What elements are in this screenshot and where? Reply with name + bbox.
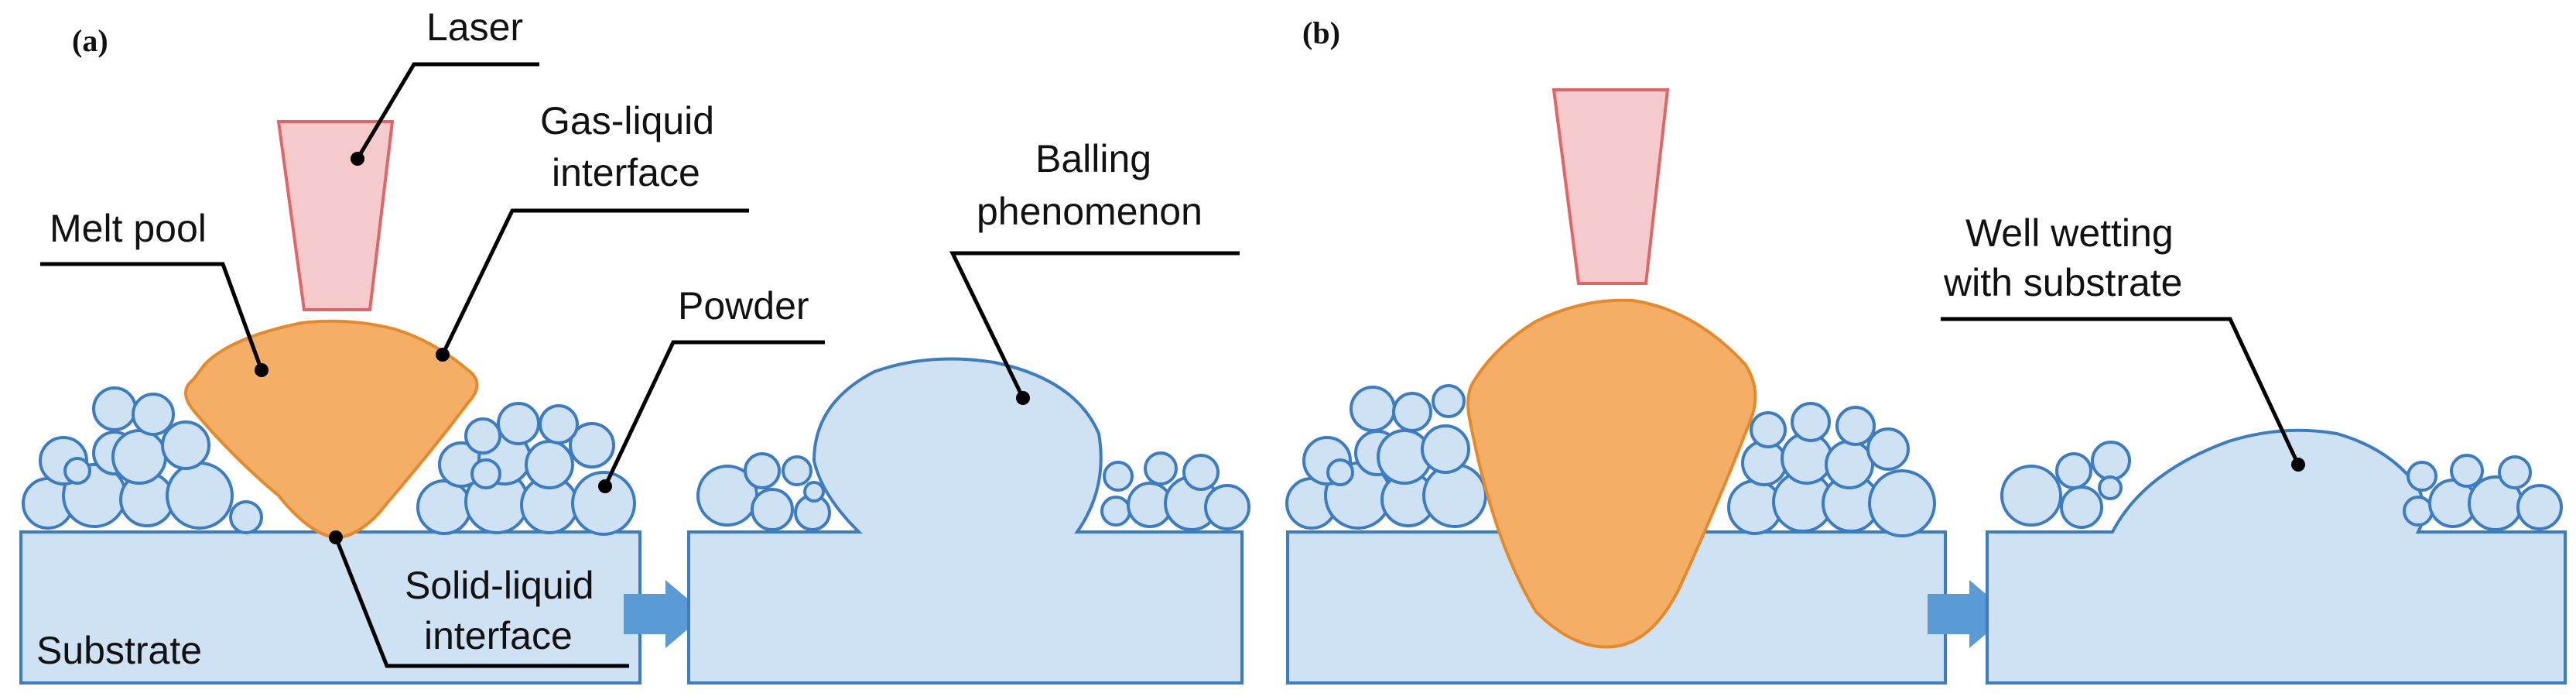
melt-pool-leader-line bbox=[40, 262, 264, 371]
gas-liquid-label-line2: interface bbox=[552, 151, 700, 194]
powder-leader-line bbox=[603, 340, 825, 488]
substrate-label: Substrate bbox=[36, 629, 202, 672]
melt-pool-leader-dot bbox=[255, 363, 269, 377]
wetting-leader-dot bbox=[2291, 458, 2305, 472]
laser-beam-b bbox=[1551, 88, 1670, 285]
melt-pool-b bbox=[1466, 298, 1757, 649]
laser-label: Laser bbox=[426, 5, 523, 49]
laser-beam-a bbox=[276, 120, 395, 311]
powder-particles-a-left bbox=[22, 386, 263, 534]
wetting-label-line2: with substrate bbox=[1943, 261, 2182, 304]
gas-liquid-label-line1: Gas-liquid bbox=[540, 99, 714, 142]
wetting-label-line1: Well wetting bbox=[1965, 211, 2174, 255]
gas-liquid-leader-line bbox=[440, 208, 749, 356]
leader-dots-a bbox=[255, 152, 612, 544]
balling-leader-line bbox=[949, 251, 1240, 400]
powder-particles-a-balling bbox=[696, 451, 1250, 531]
substrate-block-a bbox=[19, 530, 641, 685]
solid-liquid-leader-line bbox=[334, 537, 629, 668]
laser-leader-dot bbox=[351, 152, 364, 166]
gas-liquid-leader-dot bbox=[436, 348, 450, 362]
laser-leader-line bbox=[355, 62, 539, 160]
powder-particles-b-left bbox=[1285, 384, 1487, 530]
powder-particles-a-right bbox=[416, 402, 636, 536]
solid-liquid-label-line2: interface bbox=[424, 614, 573, 657]
powder-leader-dot bbox=[598, 479, 612, 493]
solid-liquid-leader-dot bbox=[329, 530, 343, 544]
balling-substrate-a bbox=[687, 357, 1244, 685]
solid-liquid-label-line1: Solid-liquid bbox=[405, 564, 594, 607]
powder-label: Powder bbox=[678, 284, 809, 328]
powder-particles-b-right bbox=[1727, 402, 1936, 537]
panel-b-label: (b) bbox=[1302, 15, 1340, 50]
balling-label-line1: Balling bbox=[1035, 137, 1151, 180]
balling-label-line2: phenomenon bbox=[977, 190, 1202, 233]
melt-pool-label: Melt pool bbox=[50, 207, 207, 250]
panel-a-label: (a) bbox=[72, 23, 108, 58]
wetting-leader-line bbox=[1941, 317, 2301, 466]
leader-lines-a bbox=[40, 62, 825, 668]
balling-leader-dot bbox=[1016, 391, 1030, 405]
powder-particles-b-wetting bbox=[2000, 441, 2563, 531]
transition-arrow-a bbox=[624, 580, 706, 648]
